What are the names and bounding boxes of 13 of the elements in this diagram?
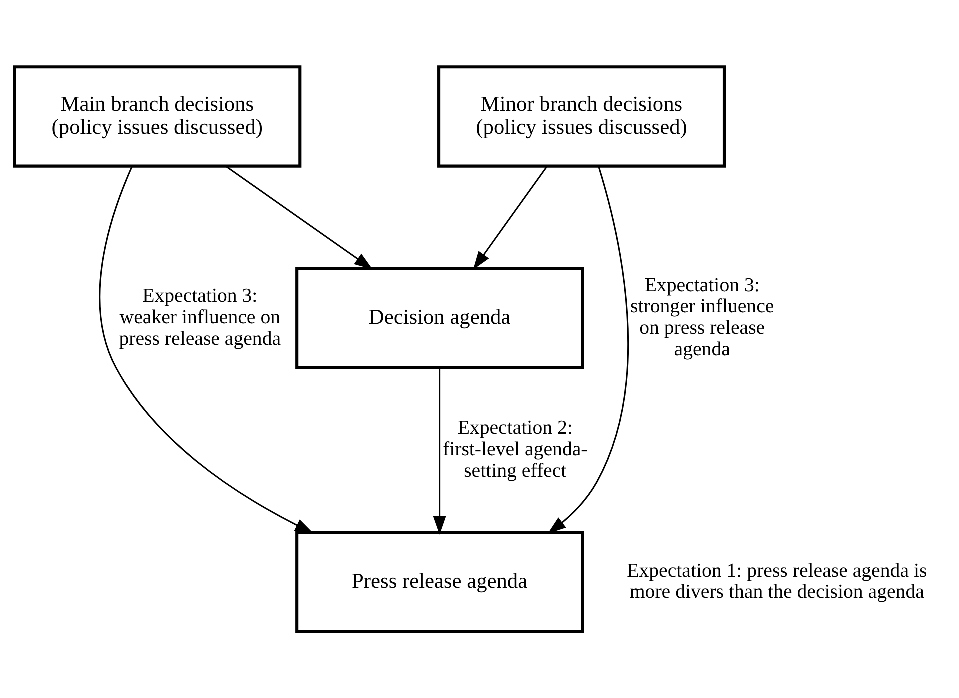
- arrow: [99, 166, 314, 534]
- node-box: Minor branch decisions (policy issues discussed): [438, 65, 726, 168]
- node-box: Press release agenda: [296, 530, 584, 633]
- node-box: Decision agenda: [296, 266, 584, 369]
- arrow: [473, 166, 548, 270]
- arrow: [433, 368, 446, 534]
- arrow: [548, 166, 630, 534]
- edge-label: Expectation 3: weaker influence on press release agenda: [119, 284, 282, 350]
- edge-label: Expectation 2: first-level agenda-setting effect: [442, 416, 588, 482]
- arrow: [226, 166, 373, 270]
- node-label: Expectation 1: press release agenda is more divers than the decision agenda: [627, 559, 928, 603]
- edge-label: Expectation 3: stronger influence on press release agenda: [630, 274, 774, 360]
- node-box: Main branch decisions (policy issues discussed): [13, 65, 302, 168]
